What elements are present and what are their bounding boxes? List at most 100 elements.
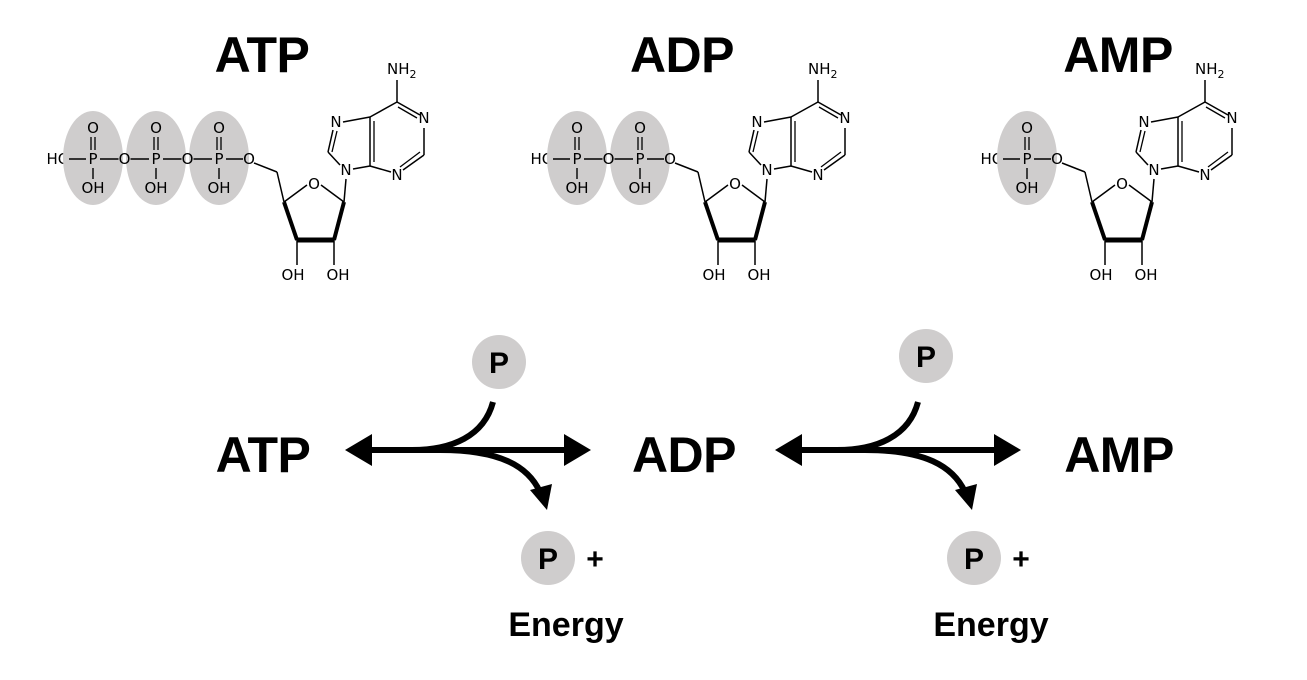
phosphate-input-curve	[411, 401, 496, 453]
phosphorus-label: P	[88, 150, 97, 168]
ester-oxygen-label: O	[664, 150, 676, 168]
wedge-bond	[753, 201, 767, 241]
phosphate-group-highlight	[997, 111, 1057, 205]
bond	[823, 154, 846, 171]
nitrogen-label: N	[330, 113, 341, 131]
oxygen-label: O	[634, 119, 646, 137]
phosphate-circle	[947, 531, 1001, 585]
phosphorus-label: P	[572, 150, 581, 168]
bond	[352, 165, 371, 170]
hydroxyl-label: OH	[1134, 266, 1157, 284]
phosphate-group-highlight	[189, 111, 249, 205]
double-bond	[752, 130, 759, 153]
hydroxyl-label: OH	[144, 179, 167, 197]
oxygen-label: O	[87, 119, 99, 137]
phosphate-input-curve	[836, 401, 921, 453]
phosphate-out-right: P +	[947, 531, 1030, 585]
wedge-bond	[332, 201, 346, 241]
hydroxyl-label: OH	[81, 179, 104, 197]
hydroxyl-label: OH	[281, 266, 304, 284]
release-arrowhead	[530, 484, 552, 510]
phosphate-circle	[899, 329, 953, 383]
double-bond	[331, 130, 338, 153]
double-bond	[397, 106, 418, 119]
nitrogen-label: N	[751, 113, 762, 131]
amine-label: NH2	[808, 60, 838, 81]
bond	[327, 151, 341, 166]
ester-oxygen-label: O	[243, 150, 255, 168]
hydroxyl-label: OH	[1015, 179, 1038, 197]
nitrogen-label: N	[340, 161, 351, 179]
nitrogen-label: N	[812, 166, 823, 184]
phosphate-label: P	[538, 543, 558, 576]
energy-label-left: Energy	[508, 606, 623, 644]
bond	[697, 171, 706, 203]
bond	[342, 116, 371, 123]
wedge-bond	[1140, 201, 1154, 241]
bond	[253, 162, 278, 173]
arrowhead-left	[775, 434, 802, 466]
oxygen-label: O	[150, 119, 162, 137]
amine-label: NH2	[387, 60, 417, 81]
release-arrowhead	[955, 484, 977, 510]
ester-oxygen-label: O	[1051, 150, 1063, 168]
title-atp: ATP	[215, 27, 310, 83]
hydroxyl-label: OH	[628, 179, 651, 197]
hydroxyl-label: OH	[747, 266, 770, 284]
reaction-arrow-adp-amp	[775, 401, 1021, 510]
bond	[674, 162, 699, 173]
bond	[1151, 178, 1155, 203]
bond	[764, 178, 768, 203]
phosphate-release-curve	[439, 447, 543, 494]
hydroxyl-label: OH	[702, 266, 725, 284]
nitrogen-label: N	[1199, 166, 1210, 184]
bond	[1160, 165, 1179, 170]
phosphate-in-left: P	[472, 335, 526, 389]
nitrogen-label: N	[761, 161, 772, 179]
ring-oxygen-label: O	[308, 175, 320, 193]
bond	[704, 184, 729, 203]
double-bond	[818, 106, 839, 119]
title-adp: ADP	[630, 27, 734, 83]
bond	[369, 165, 392, 173]
bond	[763, 116, 792, 123]
hydroxyl-label: OH	[565, 179, 588, 197]
oxygen-label: O	[1021, 119, 1033, 137]
bridge-oxygen-label: O	[119, 150, 131, 168]
nitrogen-label: N	[418, 109, 429, 127]
arrowhead-left	[345, 434, 372, 466]
plus-sign: +	[1012, 543, 1030, 576]
bond	[1091, 184, 1116, 203]
reaction-atp-label: ATP	[216, 427, 311, 483]
bond	[1177, 101, 1206, 118]
bond	[1135, 151, 1149, 166]
bond	[741, 184, 766, 203]
double-bond	[820, 151, 842, 168]
bond	[402, 154, 425, 171]
nitrogen-label: N	[1226, 109, 1237, 127]
bond	[1204, 101, 1229, 116]
arrowhead-right	[994, 434, 1021, 466]
reaction-arrow-atp-adp	[345, 401, 591, 510]
nitrogen-label: N	[1138, 113, 1149, 131]
bond	[1210, 154, 1233, 171]
bond	[1177, 165, 1200, 173]
plus-sign: +	[586, 543, 604, 576]
title-amp: AMP	[1063, 27, 1173, 83]
energy-label-right: Energy	[933, 606, 1048, 644]
ring-oxygen-label: O	[1116, 175, 1128, 193]
wedge-bond	[1090, 201, 1107, 241]
phosphate-group-highlight	[126, 111, 186, 205]
hydroxyl-label: OH	[207, 179, 230, 197]
phosphorus-label: P	[151, 150, 160, 168]
phosphate-circle	[521, 531, 575, 585]
phosphate-circle	[472, 335, 526, 389]
bond	[790, 101, 819, 118]
bond	[327, 129, 334, 153]
phosphate-label: P	[489, 347, 509, 380]
ring-oxygen-label: O	[729, 175, 741, 193]
